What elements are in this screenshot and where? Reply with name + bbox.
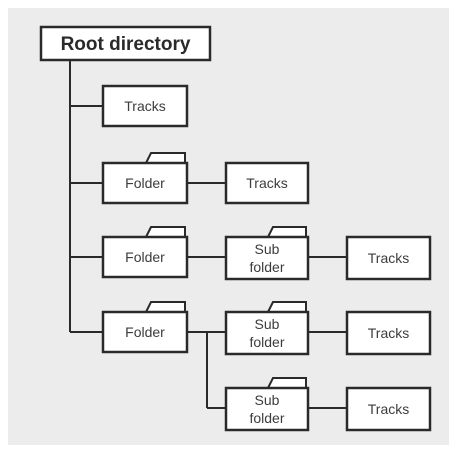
subfolder-c2-line2: folder: [249, 410, 284, 426]
folder-icon: [144, 226, 186, 238]
root-directory-node: Root directory: [39, 25, 212, 62]
folder-a-label: Folder: [125, 175, 165, 191]
subfolder-c1-line2: folder: [249, 334, 284, 350]
folder-icon: [266, 377, 307, 389]
subfolder-node-b: Sub folder: [224, 226, 310, 281]
subfolder-b-line2: folder: [249, 259, 284, 275]
folder-node-a: Folder: [101, 152, 189, 205]
root-directory-label: Root directory: [61, 34, 191, 55]
subfolder-node-c2: Sub folder: [224, 377, 310, 432]
tracks-node-b: Tracks: [345, 235, 432, 281]
subfolder-c2-line1: Sub: [255, 392, 280, 408]
tracks-c2-label: Tracks: [368, 401, 409, 417]
diagram-background: [8, 8, 449, 445]
folder-b-label: Folder: [125, 249, 165, 265]
subfolder-c1-line1: Sub: [255, 316, 280, 332]
tracks-c1-label: Tracks: [368, 325, 409, 341]
tracks-node-a: Tracks: [224, 161, 310, 205]
folder-icon: [144, 152, 186, 164]
folder-icon: [144, 301, 186, 313]
folder-c-label: Folder: [125, 324, 165, 340]
tracks-node-c2: Tracks: [345, 386, 432, 432]
folder-node-c: Folder: [101, 301, 189, 354]
tracks-node-c1: Tracks: [345, 310, 432, 356]
tracks-a-label: Tracks: [246, 175, 287, 191]
tracks-label: Tracks: [124, 98, 165, 114]
tracks-b-label: Tracks: [368, 250, 409, 266]
tree-connectors: [69, 60, 347, 409]
folder-node-b: Folder: [101, 226, 189, 279]
folder-icon: [266, 226, 307, 238]
tracks-node: Tracks: [101, 84, 189, 128]
subfolder-b-line1: Sub: [255, 241, 280, 257]
folder-icon: [266, 301, 307, 313]
subfolder-node-c1: Sub folder: [224, 301, 310, 356]
